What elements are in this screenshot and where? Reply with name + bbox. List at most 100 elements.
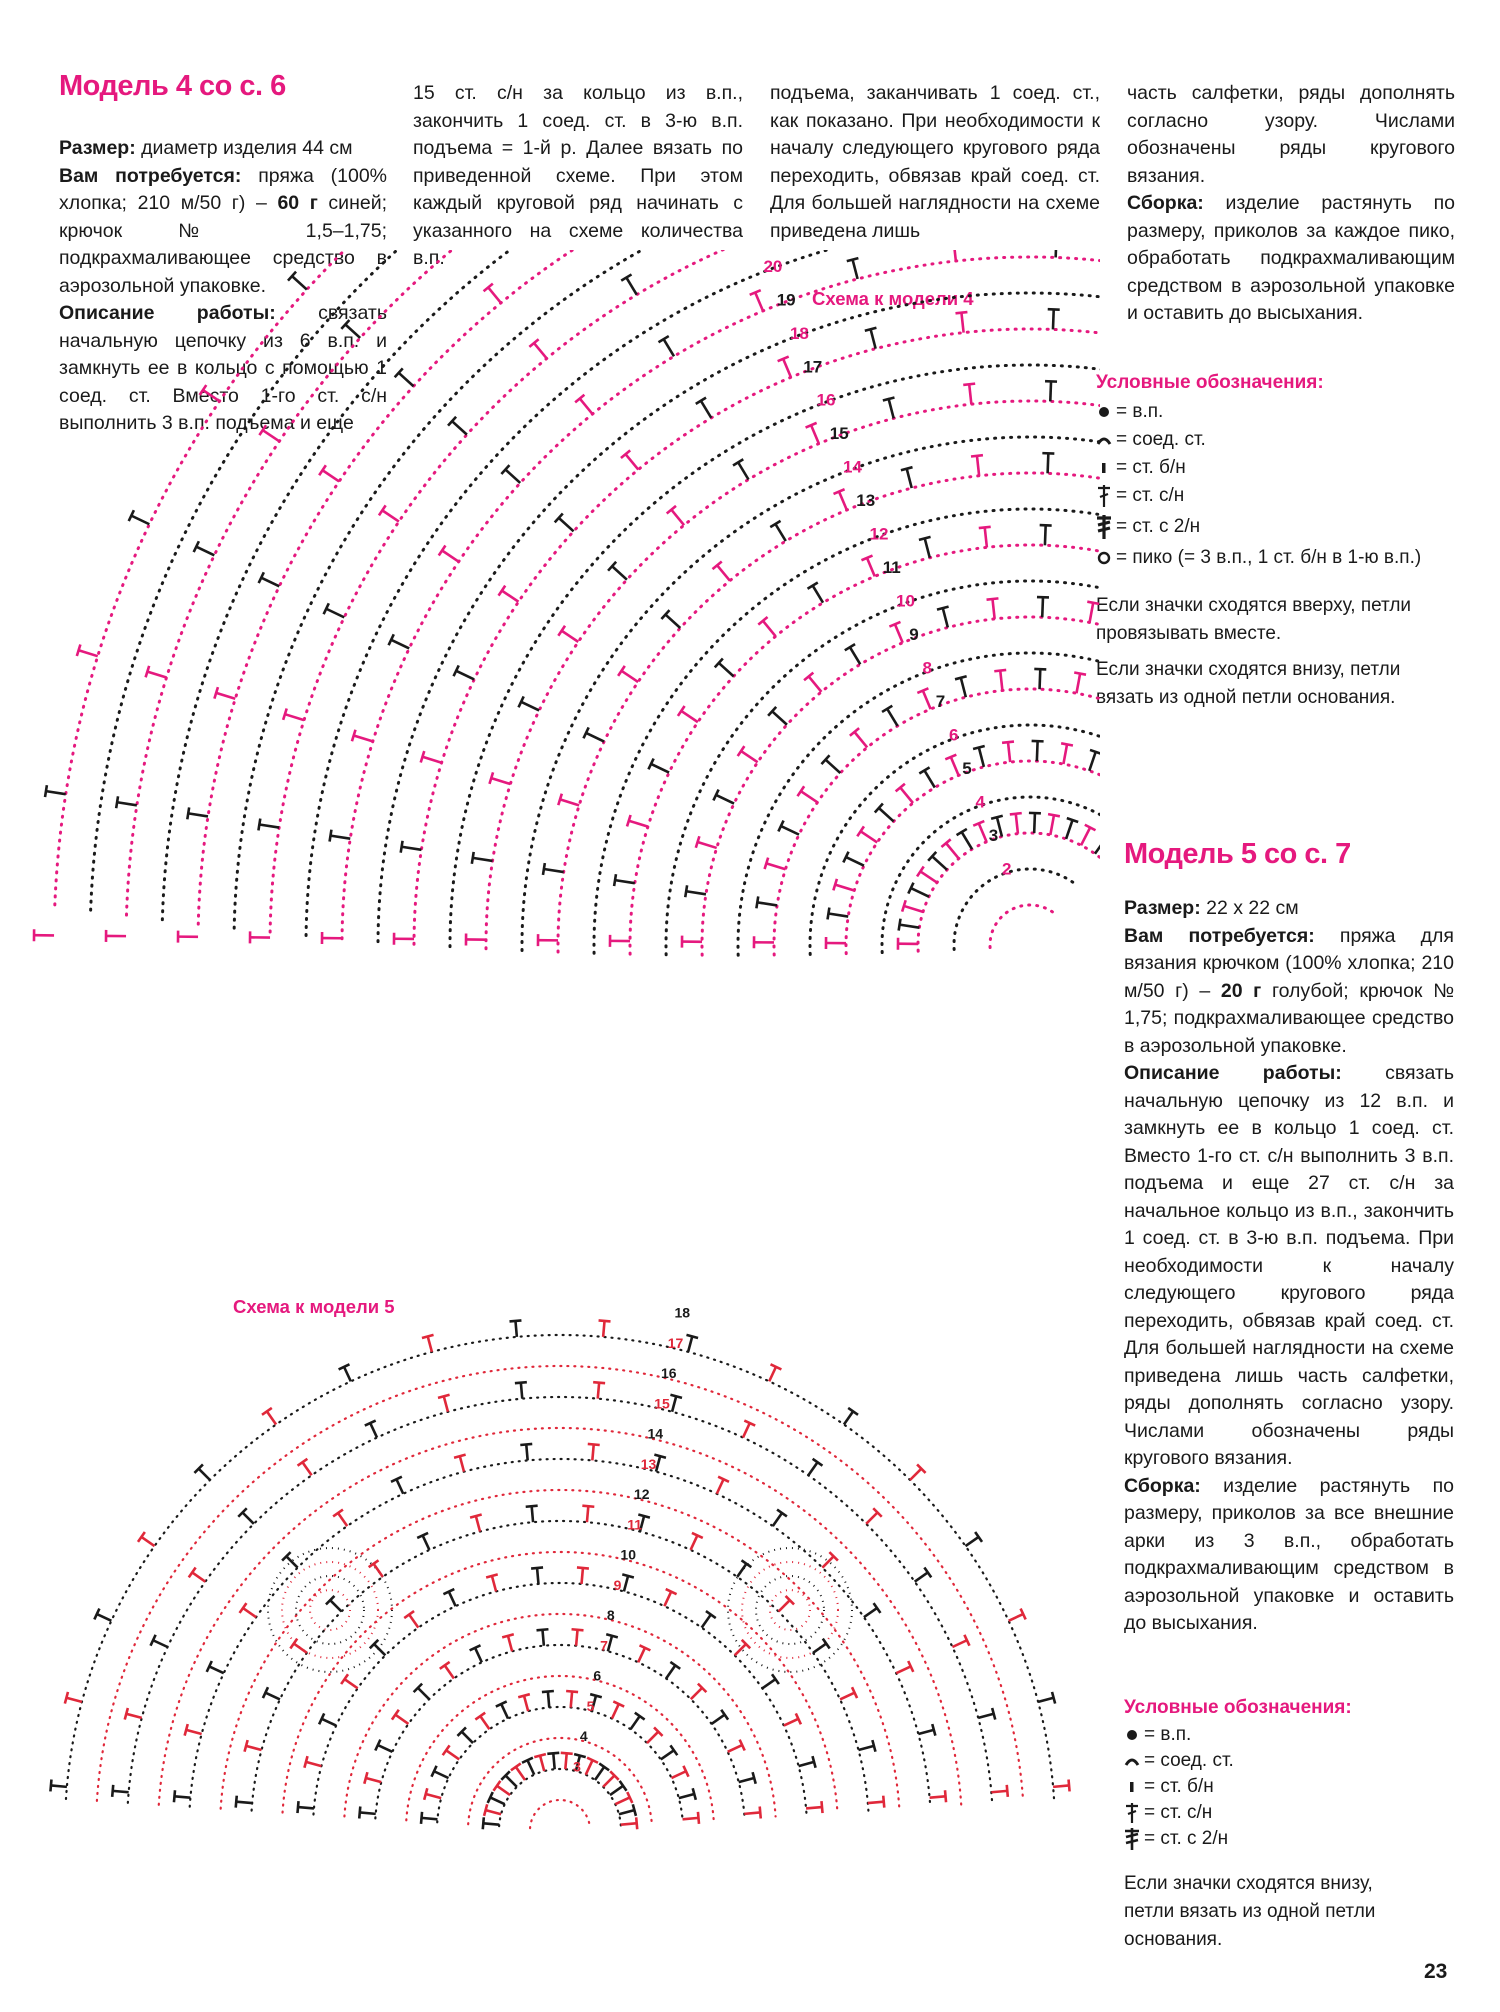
double-crochet-cross-icon — [1092, 483, 1116, 509]
stitch-symbol — [265, 1410, 278, 1426]
stitch-symbol-top — [626, 1791, 634, 1804]
stitch-symbol-top — [634, 1817, 639, 1830]
stitch-symbol — [343, 1678, 359, 1690]
row-number: 15 — [830, 424, 849, 443]
stitch-symbol-top — [303, 1755, 309, 1769]
stitch-symbol-top — [805, 421, 818, 429]
chain-row-arc — [988, 903, 1057, 950]
stitch-symbol-top — [482, 1803, 489, 1817]
chain-row-arc — [484, 399, 1100, 951]
stitch-symbol-top — [110, 1784, 115, 1797]
stitch-symbol — [479, 1715, 491, 1730]
stitch-symbol — [977, 1712, 995, 1720]
stitch-symbol — [526, 1759, 536, 1776]
stitch-symbol — [983, 527, 989, 548]
stitch-symbol — [1053, 1784, 1070, 1789]
legend-text: = ст. с/н — [1144, 1802, 1213, 1823]
stitch-symbol-top — [439, 1660, 451, 1670]
stitch-symbol-top — [617, 665, 626, 677]
stitch-symbol — [373, 1643, 387, 1657]
stitch-symbol-top — [844, 642, 856, 652]
stitch-symbol-top — [238, 1602, 248, 1614]
stitch-symbol-top — [261, 1406, 273, 1416]
stitch-symbol-top — [517, 1692, 531, 1699]
stitch-symbol — [524, 1444, 529, 1461]
stitch-symbol-top — [856, 825, 866, 838]
chain-row-arc — [736, 651, 1100, 957]
model4-title: Модель 4 со с. 6 — [59, 70, 286, 102]
stitch-symbol — [344, 323, 362, 339]
model4-column-1: Размер: диаметр изделия 44 см Вам потреб… — [59, 135, 387, 438]
stitch-symbol-top — [287, 270, 298, 282]
stitch-symbol — [443, 1664, 455, 1680]
stitch-symbol — [754, 291, 765, 312]
stitch-symbol — [421, 1534, 431, 1551]
model5-need-text-2: голубой; крючок № 1,75; подкрахмаливающе… — [1124, 979, 1455, 1057]
stitch-symbol — [596, 1382, 601, 1399]
stitch-symbol-top — [75, 644, 82, 657]
model5-title: Модель 5 со с. 7 — [1124, 838, 1351, 870]
stitch-symbol-top — [881, 1795, 886, 1808]
stitch-symbol-top — [482, 282, 494, 293]
stitch-symbol — [472, 856, 493, 863]
stitch-symbol-top — [943, 1790, 948, 1803]
chain-row-arc — [374, 1643, 746, 1820]
stitch-symbol-top — [990, 1707, 997, 1720]
stitch-symbol-top — [93, 1608, 101, 1621]
legend-row: = пико (= 3 в.п., 1 ст. б/н в 1-ю в.п.) — [1092, 544, 1492, 572]
stitch-symbol-top — [694, 835, 701, 849]
stitch-symbol — [761, 620, 777, 638]
stitch-symbol-top — [340, 319, 351, 330]
stitch-symbol — [811, 584, 825, 604]
legend-text: = в.п. — [1116, 401, 1164, 422]
stitch-symbol — [715, 1478, 725, 1495]
stitch-symbol — [543, 867, 564, 874]
stitch-symbol-top — [918, 535, 931, 542]
stitch-symbol — [805, 1805, 823, 1810]
stitch-symbol-top — [500, 464, 511, 475]
stitch-symbol-top — [593, 1380, 606, 1385]
row-number: 16 — [661, 1365, 677, 1381]
stitch-symbol-top — [796, 785, 806, 797]
stitch-symbol-top — [820, 1800, 824, 1814]
stitch-symbol-top — [528, 338, 540, 348]
stitch-symbol-top — [900, 465, 913, 472]
stitch-symbol — [727, 1743, 743, 1753]
stitch-symbol-top — [695, 396, 707, 405]
stitch-symbol — [975, 455, 981, 476]
stitch-symbol-top — [860, 554, 874, 562]
stitch-symbol — [774, 523, 787, 542]
stitch-symbol-top — [683, 885, 689, 898]
stitch-symbol — [664, 613, 682, 629]
stitch-symbol-top — [332, 1508, 344, 1518]
stitch-symbol-top — [669, 1744, 679, 1756]
stitch-symbol-top — [447, 415, 458, 427]
stitch-symbol-top — [485, 1573, 499, 1579]
stitch-symbol — [365, 1776, 382, 1784]
chain-row-arc — [196, 250, 576, 926]
stitch-symbol-top — [536, 1627, 549, 1632]
stitch-symbol — [771, 710, 788, 726]
stitch-symbol — [611, 565, 628, 581]
stitch-symbol — [737, 461, 750, 481]
stitch-symbol — [921, 690, 932, 710]
stitch-symbol — [670, 1395, 678, 1413]
stitch-symbol — [783, 1717, 799, 1727]
stitch-symbol-top — [560, 1751, 573, 1756]
stitch-symbol-top — [888, 620, 901, 628]
stitch-symbol-top — [849, 727, 860, 737]
stitch-symbol-top — [621, 1573, 635, 1579]
stitch-symbol-top — [501, 1633, 515, 1639]
model5-assembly-label: Сборка: — [1124, 1474, 1201, 1497]
stitch-symbol — [740, 750, 759, 764]
stitch-symbol — [899, 923, 920, 929]
stitch-symbol — [995, 816, 1004, 837]
stitch-symbol-top — [198, 384, 208, 396]
stitch-symbol-top — [390, 1709, 400, 1721]
stitch-symbol-top — [713, 657, 724, 669]
stitch-symbol — [557, 516, 575, 533]
stitch-symbol-top — [533, 1752, 547, 1759]
stitch-symbol-top — [618, 1780, 628, 1792]
stitch-symbol-top — [900, 899, 907, 913]
stitch-symbol — [584, 1759, 594, 1776]
